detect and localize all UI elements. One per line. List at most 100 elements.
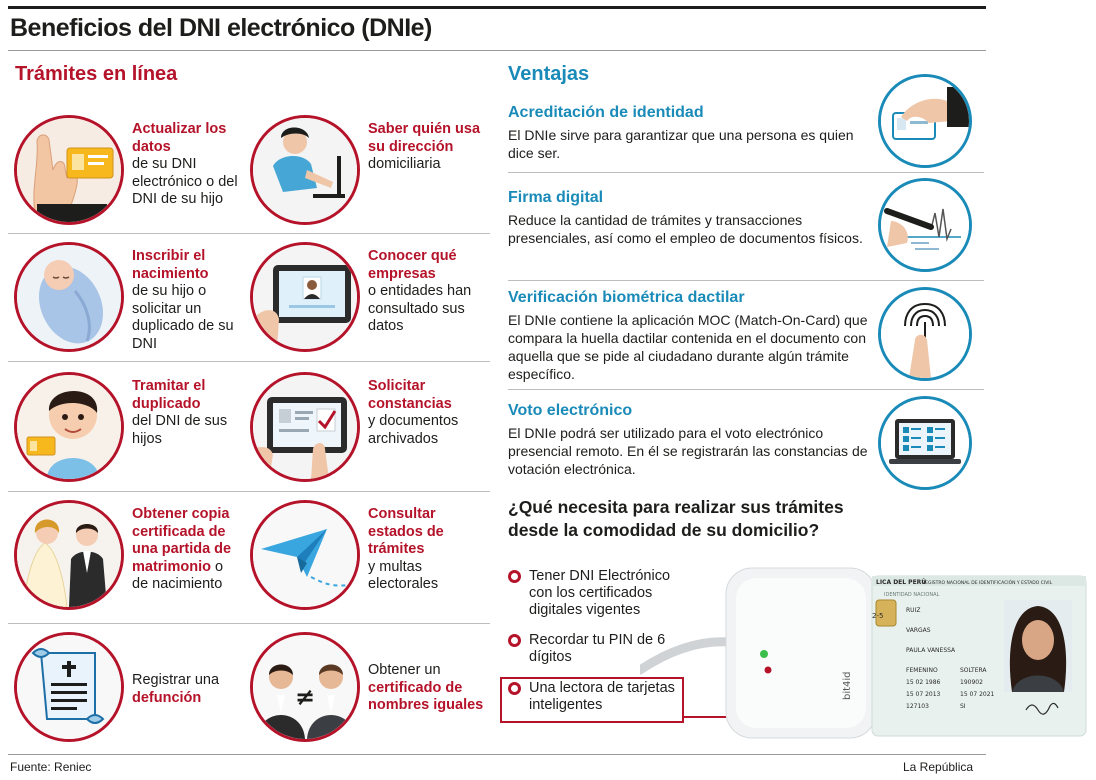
tramite-detail: de su DNI electrónico o del DNI de su hi… (132, 156, 238, 207)
fingerprint-icon (878, 287, 972, 381)
bullet-icon (508, 570, 521, 583)
dnie-card: LICA DEL PERÚ REGISTRO NACIONAL DE IDENT… (871, 575, 1087, 737)
footer-divider (8, 754, 986, 755)
chip-icon (875, 599, 897, 627)
card-given-names: PAULA VANESSA (906, 647, 956, 654)
death-certificate-icon (14, 632, 124, 742)
tramite-saber-direccion: Saber quién usa su dirección domiciliari… (250, 115, 480, 233)
tramite-detail: de nacimiento (132, 576, 223, 592)
ventaja-body: Reduce la cantidad de trámites y transac… (508, 212, 863, 246)
ventaja-title: Firma digital (508, 189, 604, 206)
ventaja-divider (508, 280, 984, 281)
bullet-icon (508, 634, 521, 647)
row-divider (8, 623, 490, 624)
tramite-detail: y multas electorales (368, 558, 439, 593)
tramite-detail: del DNI de sus hijos (132, 413, 228, 447)
requirement-text: Una lectora de tarjetas inteligentes (529, 680, 675, 713)
ventaja-biometrica: Verificación biométrica dactilar El DNIe… (508, 289, 980, 383)
tramite-text: Tramitar el duplicado del DNI de sus hij… (132, 378, 250, 448)
status-led (760, 650, 768, 658)
tramite-text: Solicitar constancias y documentos archi… (368, 378, 486, 448)
card-id-fragment: 2-5 (872, 612, 883, 620)
question-heading: ¿Qué necesita para realizar sus trámites… (508, 497, 844, 540)
ventaja-title: Acreditación de identidad (508, 104, 704, 121)
tramite-duplicado-hijos: Tramitar el duplicado del DNI de sus hij… (14, 372, 244, 490)
ventaja-divider (508, 172, 984, 173)
ventaja-body: El DNIe sirve para garantizar que una pe… (508, 127, 854, 161)
ventaja-body: El DNIe podrá ser utilizado para el voto… (508, 425, 868, 477)
tramite-highlight: certificado de nombres iguales (368, 679, 484, 714)
requirement-item: Una lectora de tarjetas inteligentes (508, 680, 678, 714)
bride-groom-icon (14, 500, 124, 610)
publisher-credit: La República (903, 760, 974, 774)
child-with-card-icon (14, 372, 124, 482)
paper-plane-icon (250, 500, 360, 610)
card-reader-illustration: bit4id LICA DEL PERÚ REGISTRO NACIONAL D… (640, 567, 1087, 739)
tramite-highlight: Conocer qué empresas (368, 248, 457, 282)
card-header-agency: REGISTRO NACIONAL DE IDENTIFICACIÓN Y ES… (922, 579, 1053, 586)
tramite-detail: de su hijo o solicitar un duplicado de s… (132, 283, 234, 352)
tramite-highlight: defunción (132, 689, 202, 706)
ventaja-acreditacion: Acreditación de identidad El DNIe sirve … (508, 104, 980, 162)
card-birth-date: 15 02 1986 (906, 679, 941, 686)
tramite-text: Actualizar los datos de su DNI electróni… (132, 121, 250, 209)
card-surname1: RUIZ (906, 607, 920, 614)
tramite-text: Obtener un certificado de nombres iguale… (368, 662, 486, 715)
tramite-prefix: Obtener un (368, 662, 441, 678)
requirement-item: Tener DNI Electrónico con los certificad… (508, 568, 678, 619)
tablet-profile-icon (250, 242, 360, 352)
ventaja-title: Verificación biométrica dactilar (508, 289, 745, 306)
laptop-vote-icon (878, 396, 972, 490)
source-credit: Fuente: Reniec (10, 760, 92, 774)
row-divider (8, 491, 490, 492)
card-sex: FEMENINO (906, 667, 938, 674)
person-at-laptop-icon (250, 115, 360, 225)
tramite-detail: o entidades han consultado sus datos (368, 283, 472, 334)
card-issue-date: 15 07 2013 (906, 691, 941, 698)
ventaja-title: Voto electrónico (508, 402, 633, 419)
tramite-conocer-empresas: Conocer qué empresas o entidades han con… (250, 242, 480, 360)
card-number: 127103 (906, 703, 929, 710)
tramite-highlight: Consultar estados de trámites (368, 506, 444, 557)
tramite-inscribir-nacimiento: Inscribir el nacimiento de su hijo o sol… (14, 242, 244, 360)
card-surname2: VARGAS (906, 627, 931, 634)
tramite-text: Saber quién usa su dirección domiciliari… (368, 121, 486, 174)
requirement-item: Recordar tu PIN de 6 dígitos (508, 632, 678, 666)
row-divider (8, 361, 490, 362)
finger-card-icon (878, 74, 972, 168)
tramite-registrar-defuncion: Registrar una defunción (14, 632, 244, 750)
requirement-text: Recordar tu PIN de 6 dígitos (529, 632, 666, 665)
card-code: 190902 (960, 679, 983, 686)
ventaja-divider (508, 389, 984, 390)
row-divider (8, 233, 490, 234)
title-divider (8, 50, 986, 51)
card-subheader: IDENTIDAD NACIONAL (884, 592, 940, 598)
tramite-text: Conocer qué empresas o entidades han con… (368, 248, 486, 336)
ventaja-body: El DNIe contiene la aplicación MOC (Matc… (508, 312, 868, 382)
signature (1025, 702, 1059, 715)
tablet-documents-icon (250, 372, 360, 482)
card-expiry-date: 15 07 2021 (960, 691, 995, 698)
newborn-baby-icon (14, 242, 124, 352)
bullet-icon (508, 682, 521, 695)
card-header-country: LICA DEL PERÚ (876, 579, 926, 586)
signing-pen-icon (878, 178, 972, 272)
tramite-consultar-estados: Consultar estados de trámites y multas e… (250, 500, 480, 618)
reader-brand: bit4id (842, 671, 853, 700)
not-equal-symbol: ≠ (295, 683, 315, 711)
ventaja-firma-digital: Firma digital Reduce la cantidad de trám… (508, 189, 980, 247)
section-heading-tramites: Trámites en línea (15, 63, 178, 85)
usb-cable (640, 637, 735, 675)
tramite-actualizar-datos: Actualizar los datos de su DNI electróni… (14, 115, 244, 233)
hand-holding-card-icon (14, 115, 124, 225)
card-civil-status: SOLTERA (960, 667, 987, 674)
ventaja-voto-electronico: Voto electrónico El DNIe podrá ser utili… (508, 402, 980, 478)
tramite-highlight: Actualizar los datos (132, 121, 227, 155)
tramite-connector: o (214, 558, 224, 575)
tramite-highlight: Solicitar constancias (368, 378, 452, 412)
card-vote: SI (960, 703, 966, 710)
tramite-prefix: Registrar una (132, 672, 220, 688)
tramite-solicitar-constancias: Solicitar constancias y documentos archi… (250, 372, 480, 490)
tramite-text: Consultar estados de trámites y multas e… (368, 506, 486, 594)
tramite-detail: y documentos archivados (368, 413, 459, 447)
